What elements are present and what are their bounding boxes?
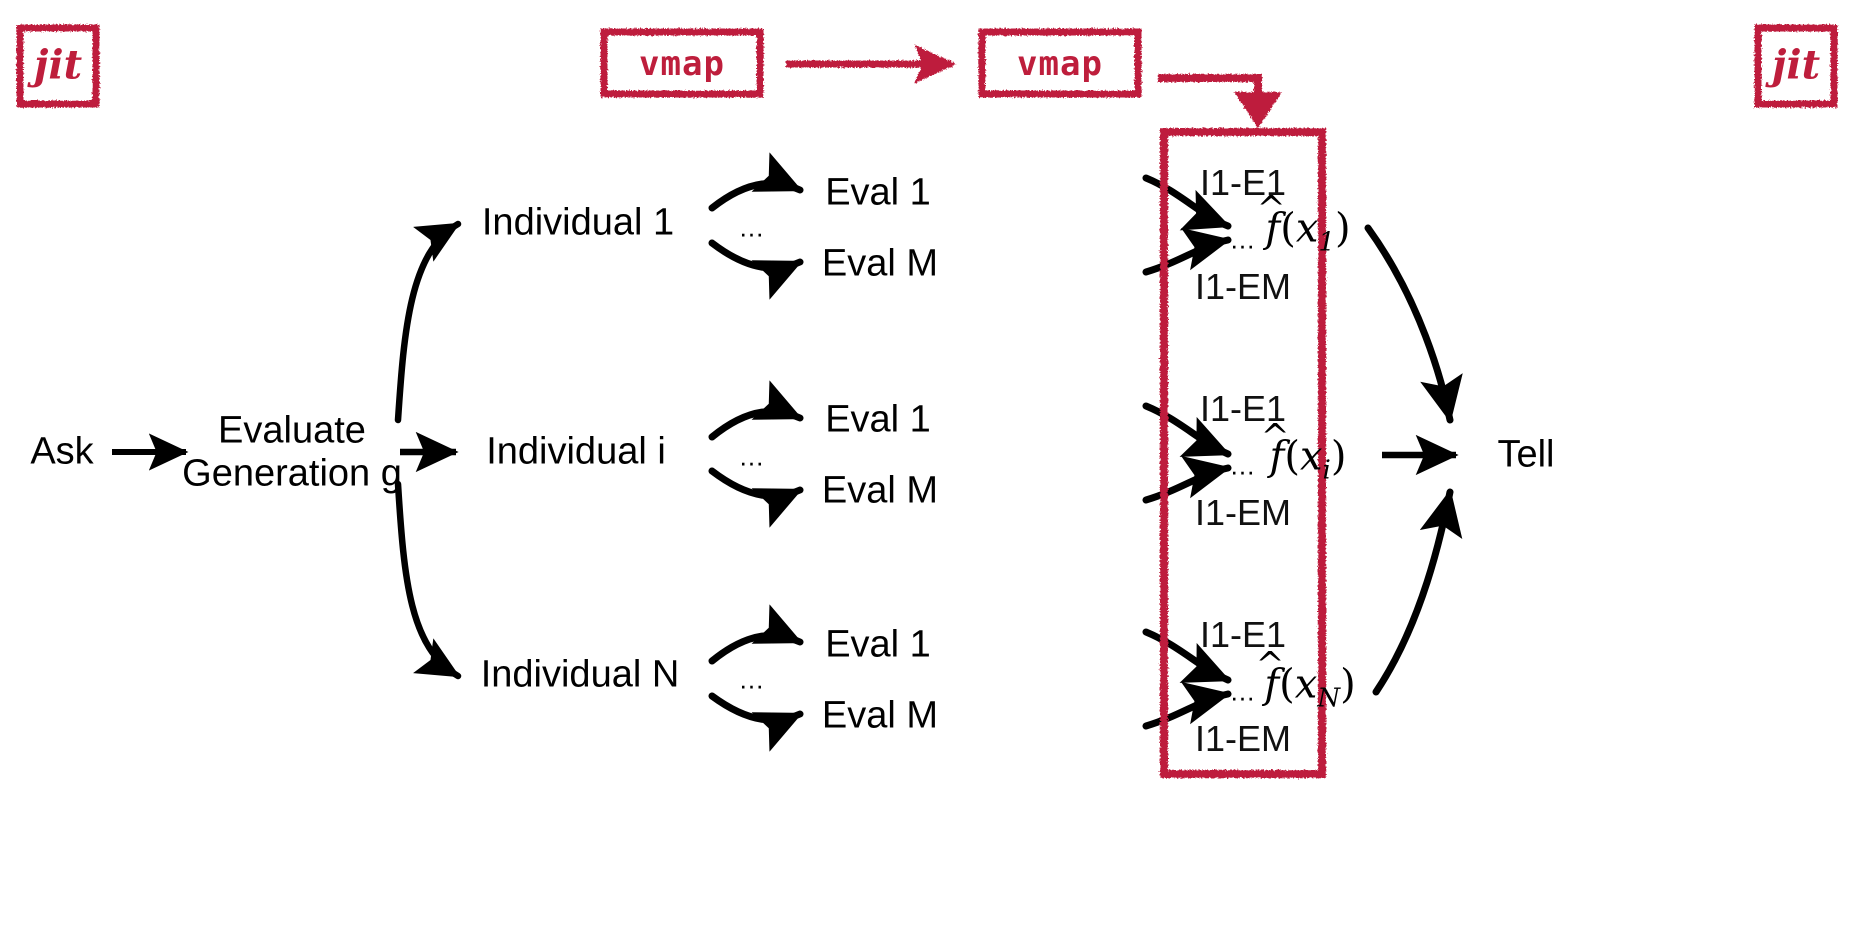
fitness-sub-1: 1 (1318, 227, 1335, 258)
result-group-3-last: I1-EM (1194, 717, 1292, 759)
arrow-group2-to-fhat-i (1142, 402, 1232, 504)
arrow-individual-1-to-eval-1 (708, 152, 804, 212)
node-evaluate-line1: Evaluate (218, 409, 366, 452)
arrow-group1-to-fhat-1 (1142, 174, 1232, 276)
result-group-3-ellipsis: ... (1230, 676, 1256, 707)
result-group-2-last: I1-EM (1194, 491, 1292, 533)
ellipsis-individual-i: ... (739, 441, 765, 472)
fitness-sub-n: N (1317, 683, 1341, 714)
node-ask: Ask (30, 430, 94, 473)
fitness-arg-1: x (1295, 205, 1319, 252)
fitness-fn-n: f (1264, 661, 1280, 708)
node-individual-i: Individual i (486, 430, 666, 473)
vmap-inner-label: vmap (1017, 43, 1103, 84)
arrow-individual-i-to-eval-1 (708, 380, 804, 441)
ellipsis-individual-n: ... (739, 664, 765, 695)
arrow-fhat-n-to-tell (1372, 488, 1463, 696)
fitness-arg-n: x (1294, 661, 1318, 708)
node-individual-1: Individual 1 (481, 201, 675, 244)
fitness-estimate-i: ^f(xi) (1260, 417, 1347, 486)
jit-badge-left-text: jit (33, 41, 83, 89)
jit-badge-right-text: jit (1771, 41, 1821, 89)
arrowhead-into-results-box (1234, 92, 1282, 128)
node-individual-n: Individual N (480, 653, 680, 696)
hat-accent-1: ^ (1256, 189, 1286, 230)
fitness-arg-i: x (1299, 433, 1323, 480)
eval-m-of-individual-n: Eval M (821, 694, 939, 737)
eval-m-of-individual-1: Eval M (821, 242, 939, 285)
vmap-outer-frame (600, 28, 764, 98)
fitness-estimate-n: ^f(xN) (1255, 645, 1356, 714)
vmap-outer-label: vmap (639, 43, 725, 84)
result-group-3-first: I1-E1 (1199, 613, 1287, 655)
eval-1-of-individual-i: Eval 1 (825, 398, 931, 441)
fitness-fn-i: f (1269, 433, 1285, 480)
arrow-group3-to-fhat-n (1142, 628, 1232, 730)
hat-accent-n: ^ (1255, 645, 1285, 686)
eval-1-of-individual-n: Eval 1 (825, 623, 931, 666)
fitness-fn-1: f (1265, 205, 1281, 252)
arrow-evaluate-to-individual-1 (394, 220, 462, 424)
arrow-individual-1-to-eval-m (708, 239, 804, 300)
result-group-2-first: I1-E1 (1199, 387, 1287, 429)
eval-1-of-individual-1: Eval 1 (825, 171, 931, 214)
arrow-vmap-to-results-box (1158, 74, 1262, 98)
fitness-sub-i: i (1322, 455, 1331, 486)
fitness-estimate-1: ^f(x1) (1256, 189, 1351, 258)
vmapped-results-box-frame (1160, 128, 1326, 778)
result-group-1-ellipsis: ... (1230, 224, 1256, 255)
arrow-individual-n-to-eval-1 (708, 604, 804, 665)
arrow-individual-i-to-eval-m (708, 467, 804, 528)
node-evaluate-line2: Generation g (182, 452, 402, 494)
arrow-evaluate-to-individual-n (394, 480, 462, 680)
jit-badge-left-frame (16, 24, 100, 108)
arrow-individual-n-to-eval-m (708, 692, 804, 752)
ellipsis-individual-1: ... (739, 212, 765, 243)
node-evaluate-generation: Evaluate Generation g (182, 409, 402, 494)
hat-accent-i: ^ (1260, 417, 1290, 458)
jit-badge-right-frame (1754, 24, 1838, 108)
result-group-2-ellipsis: ... (1230, 450, 1256, 481)
vmap-inner-frame (978, 28, 1142, 98)
node-tell: Tell (1497, 433, 1555, 476)
result-group-1-last: I1-EM (1194, 265, 1292, 307)
eval-m-of-individual-i: Eval M (821, 469, 939, 512)
arrow-fhat-1-to-tell (1364, 224, 1463, 424)
result-group-1-first: I1-E1 (1199, 161, 1287, 203)
